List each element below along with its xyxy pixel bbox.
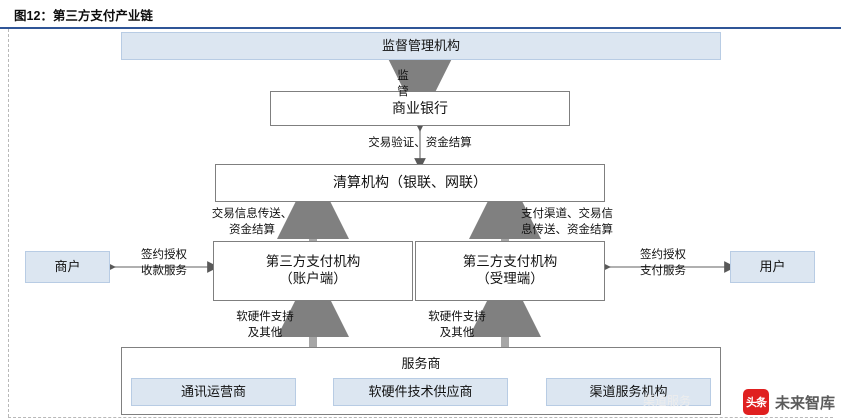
- node-commercial-bank[interactable]: 商业银行: [270, 91, 570, 126]
- diagram-canvas: 监督管理机构 商业银行 清算机构（银联、网联） 商户 用户 第三方支付机构 （账…: [0, 29, 841, 419]
- node-telecom-operator[interactable]: 通讯运营商: [131, 378, 296, 406]
- edge-label-user-to-tpp: 签约授权 支付服务: [640, 249, 686, 277]
- edge-label-supervision: 监 管: [397, 70, 409, 98]
- node-merchant[interactable]: 商户: [25, 251, 110, 283]
- node-tpp-account-side[interactable]: 第三方支付机构 （账户端）: [213, 241, 413, 301]
- edge-label-clearing-to-account: 交易信息传送、 资金结算: [211, 208, 293, 236]
- figure-bottom-border: [8, 417, 833, 418]
- node-hardware-supplier[interactable]: 软硬件技术供应商: [333, 378, 508, 406]
- edge-label-service-to-account: 软硬件支持 及其他: [236, 311, 294, 339]
- page-title: 图12：第三方支付产业链: [14, 8, 153, 23]
- edge-label-clearing-to-acquiring: 支付渠道、交易信 息传送、资金结算: [521, 208, 613, 236]
- toutiao-logo-icon: 头条: [742, 389, 769, 415]
- watermark: 头条 未来智库: [742, 389, 835, 415]
- node-clearing-institution[interactable]: 清算机构（银联、网联）: [215, 164, 605, 202]
- watermark-ghost-text: 渠道服务: [642, 394, 691, 408]
- edge-label-bank-clearing: 交易验证、资金结算: [368, 137, 472, 149]
- title-underline: [0, 27, 841, 29]
- edge-label-merchant-to-tpp: 签约授权 收款服务: [141, 249, 187, 277]
- watermark-label: 未来智库: [774, 394, 835, 412]
- node-regulator[interactable]: 监督管理机构: [121, 32, 721, 60]
- node-user[interactable]: 用户: [730, 251, 815, 283]
- edge-label-service-to-acquiring: 软硬件支持 及其他: [428, 311, 486, 339]
- figure-left-border: [8, 29, 9, 417]
- node-channel-service[interactable]: 渠道服务机构: [546, 378, 711, 406]
- panel-service-provider-title: 服务商: [401, 356, 441, 371]
- node-tpp-acquiring-side[interactable]: 第三方支付机构 （受理端）: [415, 241, 605, 301]
- figure-title-bar: 图12：第三方支付产业链: [0, 0, 841, 28]
